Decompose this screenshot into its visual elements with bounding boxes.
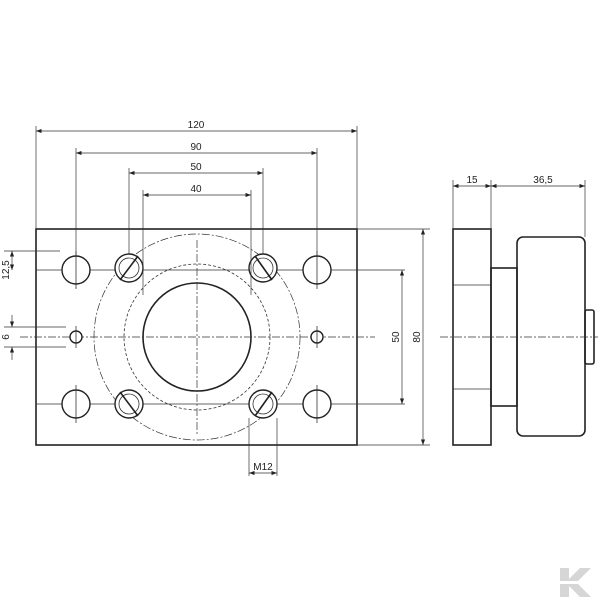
dim-side-housing-depth: 36,5 bbox=[533, 175, 553, 186]
dim-small-hole: 6 bbox=[1, 334, 12, 340]
threaded-hole-bottom-left bbox=[114, 389, 144, 419]
dim-thread: M12 bbox=[253, 462, 273, 473]
dim-hole-offset: 12,5 bbox=[1, 260, 12, 280]
threaded-hole-top-right bbox=[248, 253, 278, 283]
front-view bbox=[20, 228, 405, 446]
thread-dimension: M12 bbox=[248, 418, 278, 476]
side-housing bbox=[516, 236, 586, 437]
k-logo-icon bbox=[560, 568, 591, 597]
right-dimensions: 50 80 bbox=[357, 228, 430, 446]
threaded-hole-top-left bbox=[114, 253, 144, 283]
dim-inner-hole-spacing: 50 bbox=[190, 162, 202, 173]
dim-overall-width: 120 bbox=[188, 120, 205, 131]
dim-side-thickness: 15 bbox=[466, 175, 478, 186]
dim-vertical-hole-spacing: 50 bbox=[391, 331, 402, 343]
dim-outer-hole-spacing: 90 bbox=[190, 142, 202, 153]
top-dimensions: 120 90 50 40 bbox=[35, 120, 358, 295]
side-view bbox=[440, 228, 598, 446]
dim-overall-height: 80 bbox=[412, 331, 423, 343]
side-dimensions: 15 36,5 bbox=[452, 175, 586, 237]
threaded-hole-bottom-right bbox=[248, 389, 278, 419]
left-dimensions: 12,5 6 bbox=[1, 250, 66, 360]
dim-bore-width: 40 bbox=[190, 184, 202, 195]
